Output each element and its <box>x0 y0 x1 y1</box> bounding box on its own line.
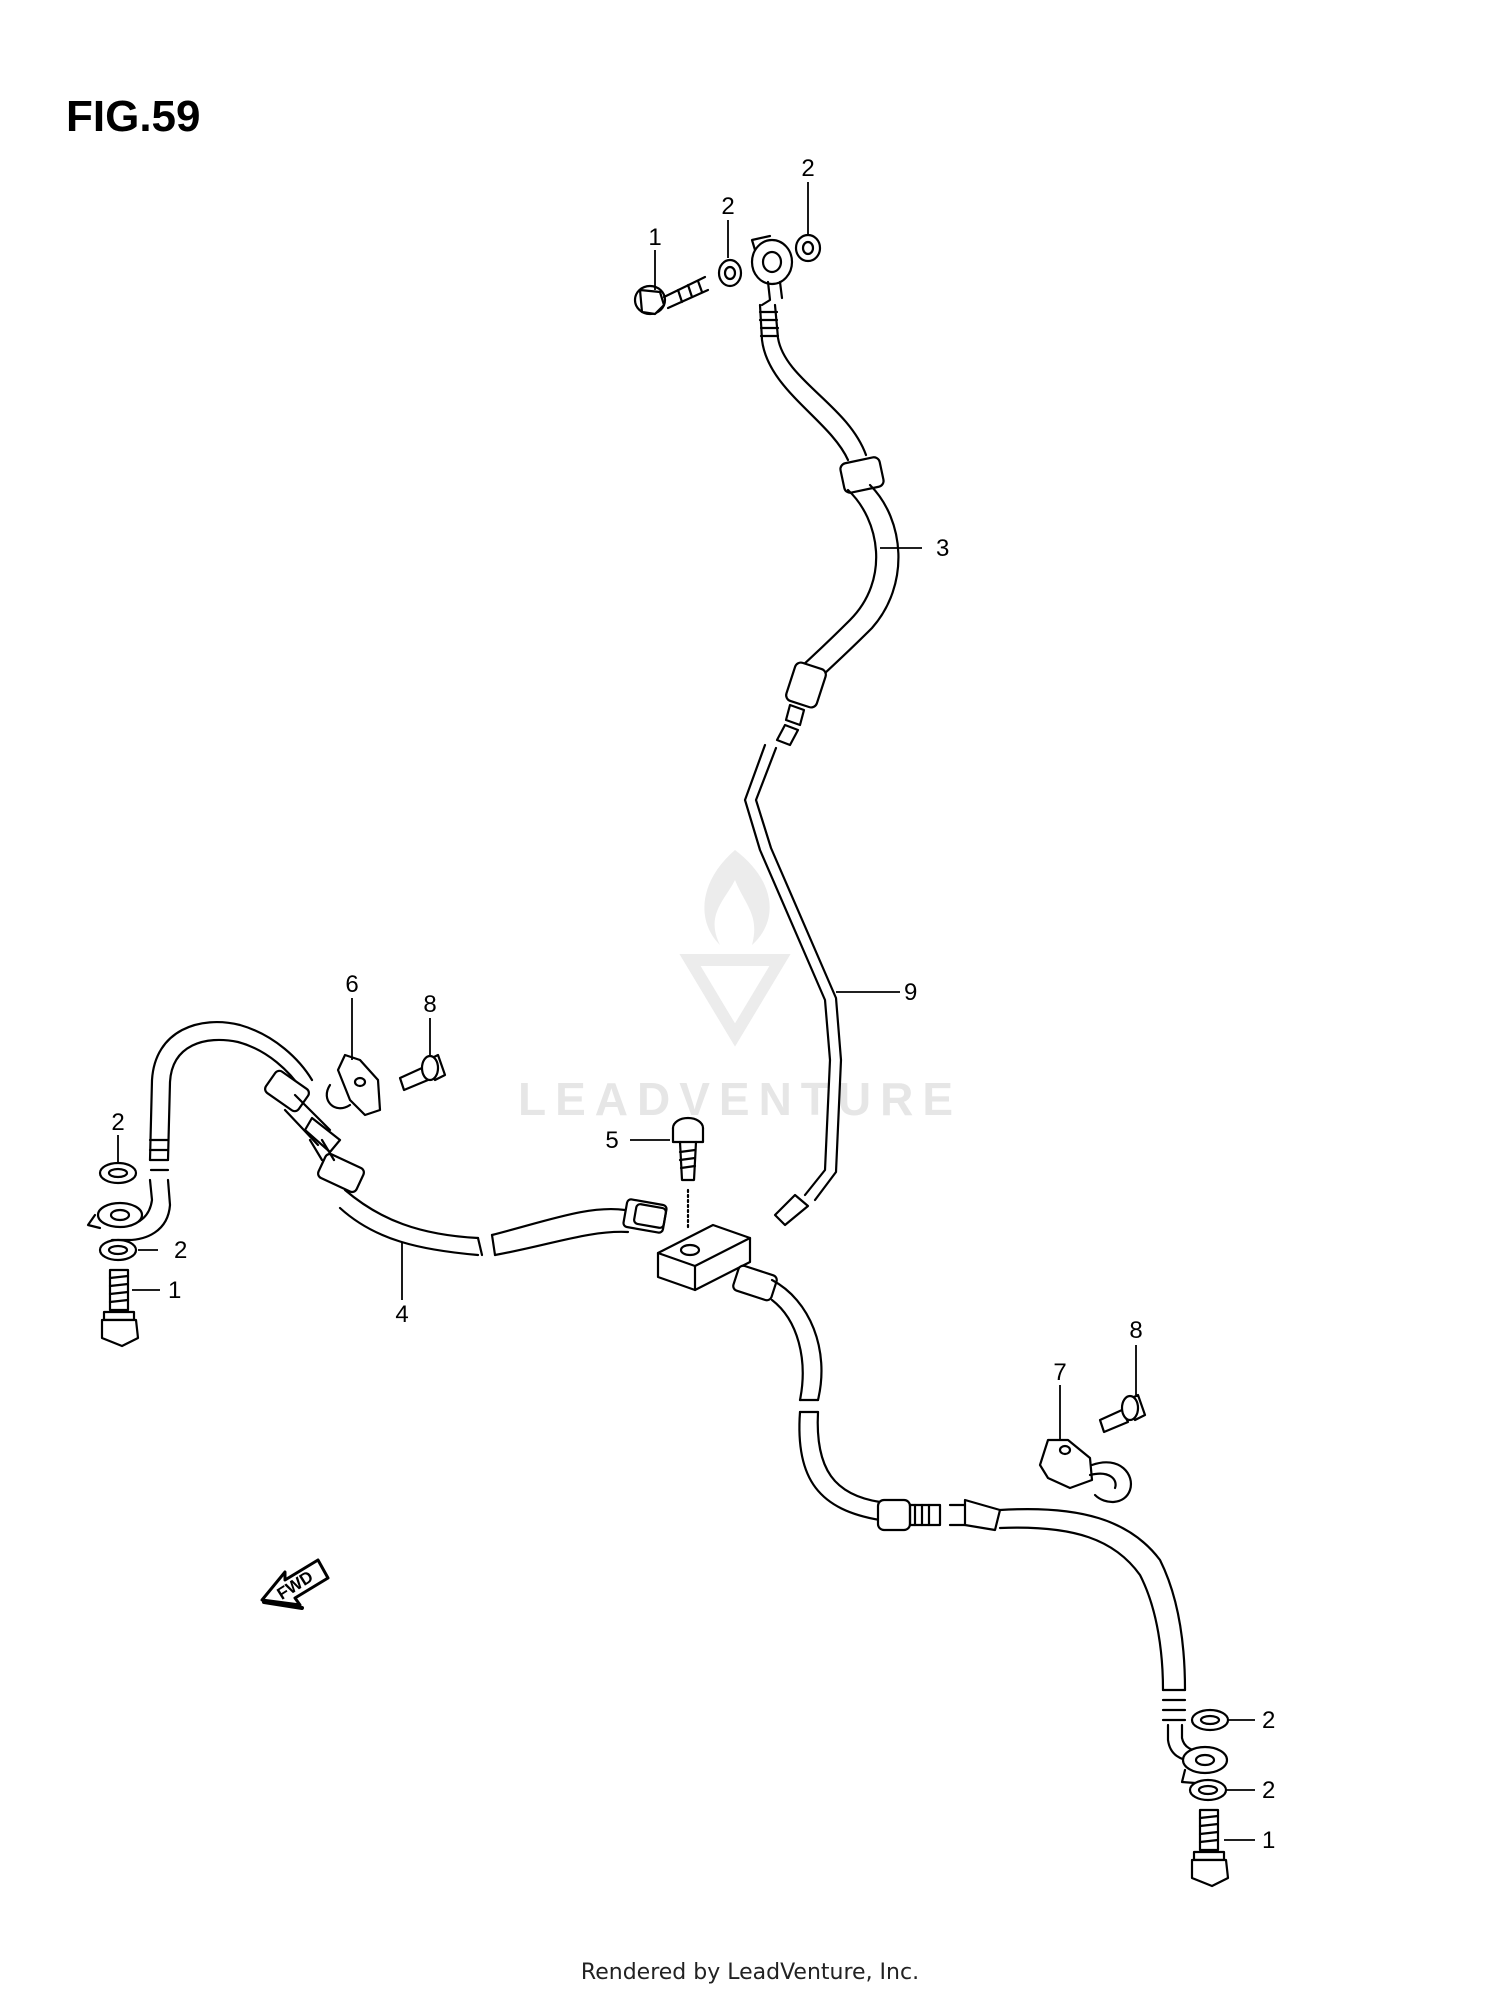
washer-top-2 <box>794 233 822 263</box>
union-bolt-right <box>1190 1808 1230 1888</box>
callout-2-right-bottom: 2 <box>1262 1777 1275 1804</box>
banjo-fitting-left <box>86 1178 172 1242</box>
callout-8-left: 8 <box>423 991 436 1018</box>
callout-3: 3 <box>936 535 949 562</box>
washer-left-2 <box>98 1238 138 1262</box>
junction-block <box>656 1223 752 1292</box>
clamp-6 <box>325 1053 382 1117</box>
banjo-fitting-right <box>1166 1723 1229 1785</box>
callout-6: 6 <box>345 971 358 998</box>
washer-top-1 <box>717 258 743 288</box>
union-bolt-top <box>633 275 710 316</box>
callout-2-top-right: 2 <box>801 155 814 182</box>
callout-9: 9 <box>904 979 917 1006</box>
watermark-flame-icon <box>679 850 791 1047</box>
footer-credit: Rendered by LeadVenture, Inc. <box>580 1960 920 1985</box>
brake-pipe-9 <box>743 743 843 1227</box>
washer-right-1 <box>1190 1708 1230 1732</box>
union-bolt-left <box>100 1268 140 1348</box>
callout-7: 7 <box>1053 1359 1066 1386</box>
washer-right-2 <box>1188 1778 1228 1802</box>
callout-2-right-top: 2 <box>1262 1707 1275 1734</box>
brake-hose-3 <box>758 303 900 747</box>
callout-1-right: 1 <box>1262 1827 1275 1854</box>
watermark-text: LEADVENTURE <box>518 1073 962 1125</box>
brake-hose-right <box>732 1264 1187 1722</box>
callout-1-left: 1 <box>168 1277 181 1304</box>
callout-2-top-left: 2 <box>721 193 734 220</box>
watermark: LEADVENTURE <box>518 850 962 1125</box>
callout-8-right: 8 <box>1129 1317 1142 1344</box>
washer-left-1 <box>98 1161 138 1185</box>
callout-4: 4 <box>395 1301 408 1328</box>
bolt-5 <box>671 1116 705 1182</box>
figure-title: FIG.59 <box>66 92 201 141</box>
bolt-8-right <box>1098 1393 1147 1434</box>
callout-1-top: 1 <box>648 224 661 251</box>
callout-2-left-top: 2 <box>111 1109 124 1136</box>
callout-5: 5 <box>605 1127 618 1154</box>
bolt-8-left <box>398 1053 447 1092</box>
banjo-fitting-top <box>750 234 794 307</box>
clamp-7 <box>1038 1438 1133 1503</box>
forward-arrow-icon <box>260 1558 330 1610</box>
leader-lines <box>117 182 1255 1841</box>
callout-2-left-bottom: 2 <box>174 1237 187 1264</box>
brake-hose-4 <box>148 1021 668 1257</box>
callouts: 1 2 2 3 9 6 8 5 2 2 1 4 8 7 2 2 1 <box>111 155 1275 1854</box>
